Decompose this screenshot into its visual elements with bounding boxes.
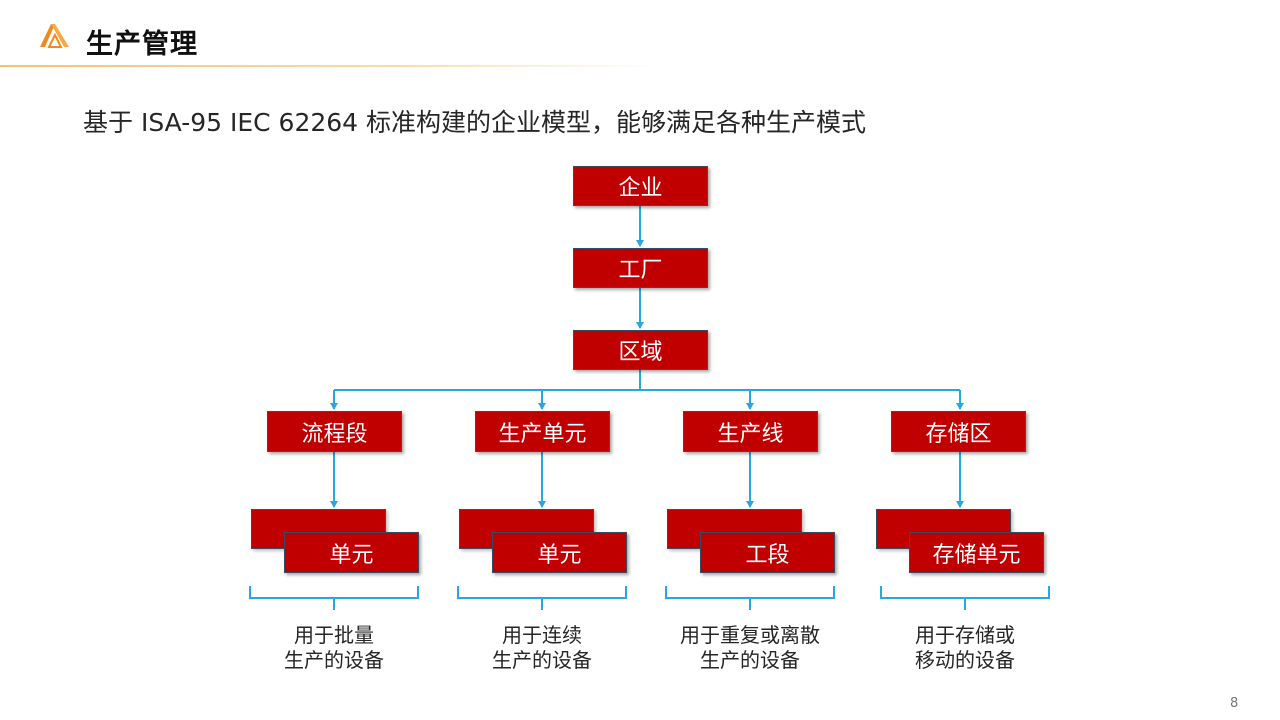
description-branch-2: 用于连续 生产的设备 bbox=[457, 623, 627, 673]
description-line: 用于批量 bbox=[294, 623, 374, 647]
slide-subtitle: 基于 ISA-95 IEC 62264 标准构建的企业模型，能够满足各种生产模式 bbox=[83, 108, 867, 137]
description-line: 生产的设备 bbox=[284, 648, 384, 672]
description-line: 用于连续 bbox=[502, 623, 582, 647]
node-storage-zone: 存储区 bbox=[891, 411, 1026, 452]
description-line: 移动的设备 bbox=[915, 648, 1015, 672]
page-number: 8 bbox=[1230, 696, 1239, 711]
node-production-unit: 生产单元 bbox=[475, 411, 610, 452]
header: 生产管理 bbox=[0, 0, 1280, 70]
triangle-logo-icon bbox=[40, 24, 69, 48]
brace-branch-3 bbox=[665, 586, 835, 610]
node-storage-unit: 存储单元 bbox=[909, 532, 1044, 573]
description-line: 用于存储或 bbox=[915, 623, 1015, 647]
node-production-line: 生产线 bbox=[683, 411, 818, 452]
node-unit-2: 单元 bbox=[492, 532, 627, 573]
node-unit-1: 单元 bbox=[284, 532, 419, 573]
description-line: 用于重复或离散 bbox=[680, 623, 820, 647]
node-work-cell: 工段 bbox=[700, 532, 835, 573]
brace-branch-4 bbox=[880, 586, 1050, 610]
header-divider bbox=[0, 65, 660, 67]
description-branch-1: 用于批量 生产的设备 bbox=[249, 623, 419, 673]
brace-branch-2 bbox=[457, 586, 627, 610]
node-process-cell: 流程段 bbox=[267, 411, 402, 452]
node-enterprise: 企业 bbox=[573, 166, 708, 206]
page-title: 生产管理 bbox=[86, 29, 198, 60]
node-site: 工厂 bbox=[573, 248, 708, 288]
description-branch-4: 用于存储或 移动的设备 bbox=[880, 623, 1050, 673]
description-branch-3: 用于重复或离散 生产的设备 bbox=[665, 623, 835, 673]
node-area: 区域 bbox=[573, 330, 708, 370]
description-line: 生产的设备 bbox=[492, 648, 592, 672]
brace-branch-1 bbox=[249, 586, 419, 610]
description-line: 生产的设备 bbox=[700, 648, 800, 672]
